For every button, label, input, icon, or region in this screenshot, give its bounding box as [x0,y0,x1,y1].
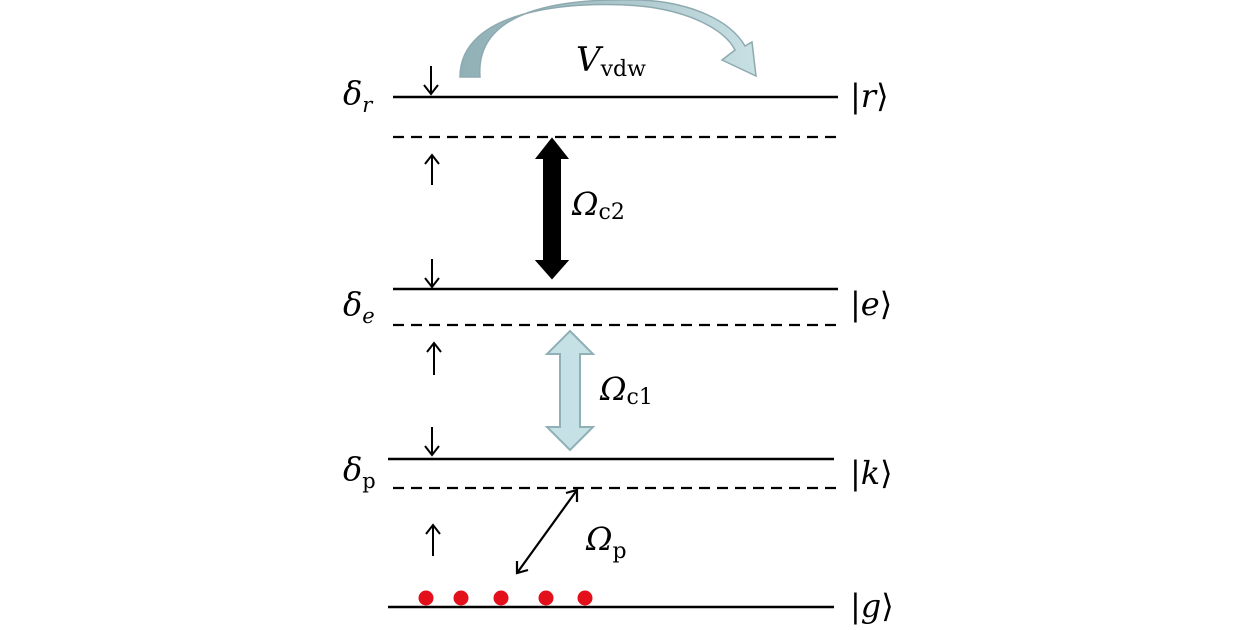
coupling-label-p: Ωp [585,520,627,564]
ket-label-r: |r⟩ [850,77,889,115]
detuning-arrow-r-up [424,153,440,185]
ket-label-k: |k⟩ [850,454,893,492]
detuning-label-p: δp [343,450,376,493]
ground-atoms [418,590,593,606]
coupling-arrow-p [515,488,579,575]
detuning-arrow-e-down [424,259,440,289]
detuning-arrow-e-up [426,341,442,375]
detuning-label-e: δe [343,285,375,328]
coupling-arrow-c2 [534,137,570,280]
atom-dot [453,590,469,606]
detuning-arrow-r-down [423,66,439,96]
coupling-arrow-c1 [544,329,596,452]
ket-label-e: |e⟩ [850,285,892,323]
detuning-arrow-p-up [425,523,441,556]
atom-dot [418,590,434,606]
coupling-label-c2: Ωc2 [571,185,625,225]
vdw-interaction-arrow [459,0,757,78]
interaction-label-vdw: Vvdw [576,40,646,82]
atom-dot [493,590,509,606]
atom-dot [577,590,593,606]
detuning-label-r: δr [343,74,374,117]
atom-dot [538,590,554,606]
detuning-arrows [423,66,442,556]
coupling-label-c1: Ωc1 [599,370,653,410]
detuning-arrow-p-down [424,427,440,457]
ket-label-g: |g⟩ [850,587,894,625]
